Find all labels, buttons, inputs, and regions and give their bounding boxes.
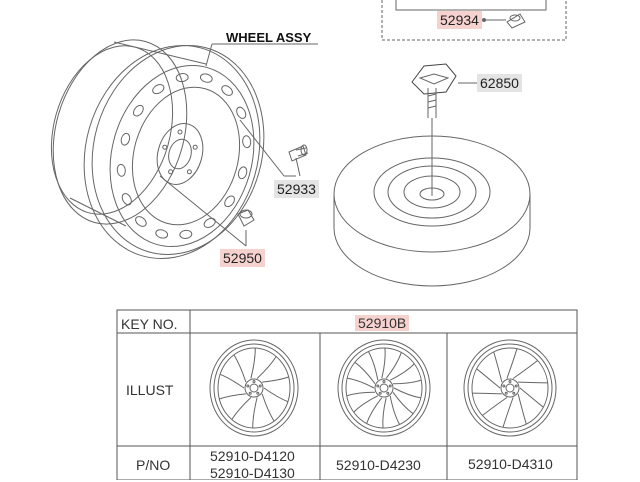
illust-header: ILLUST [126, 382, 174, 398]
key-no-value[interactable]: 52910B [355, 315, 410, 331]
hold-down-bolt-icon [411, 63, 457, 118]
key-no-header: KEY NO. [121, 316, 178, 332]
callout-62850[interactable]: 62850 [477, 74, 522, 92]
spare-tire-drawing [333, 135, 531, 287]
lug-nut-icon [482, 13, 526, 29]
assembly-label: WHEEL ASSY [226, 30, 312, 45]
steel-wheel-drawing [50, 39, 265, 259]
wheel-bolt-icon [288, 144, 309, 177]
alloy-wheel-2-icon [337, 339, 431, 437]
leader-lines [159, 43, 482, 247]
callout-52934[interactable]: 52934 [437, 11, 482, 29]
parts-table-grid [116, 309, 578, 480]
key-no-value-text: 52910B [355, 315, 410, 331]
nut-kit-box [381, 0, 567, 41]
part-number: 52910-D4120 [210, 448, 295, 464]
alloy-wheel-1-icon [209, 339, 299, 437]
part-number-cell-1[interactable]: 52910-D4120 52910-D4130 [210, 448, 295, 482]
hub-nut-icon [237, 209, 255, 227]
pno-header: P/NO [136, 457, 171, 473]
part-number-cell-3[interactable]: 52910-D4310 [468, 456, 553, 472]
part-number: 52910-D4310 [468, 456, 553, 472]
part-number: 52910-D4130 [210, 465, 295, 481]
alloy-wheel-3-icon [463, 339, 557, 437]
part-number-cell-2[interactable]: 52910-D4230 [336, 457, 421, 473]
callout-52950[interactable]: 52950 [220, 249, 265, 267]
part-number: 52910-D4230 [336, 457, 421, 473]
callout-52933[interactable]: 52933 [274, 180, 319, 198]
